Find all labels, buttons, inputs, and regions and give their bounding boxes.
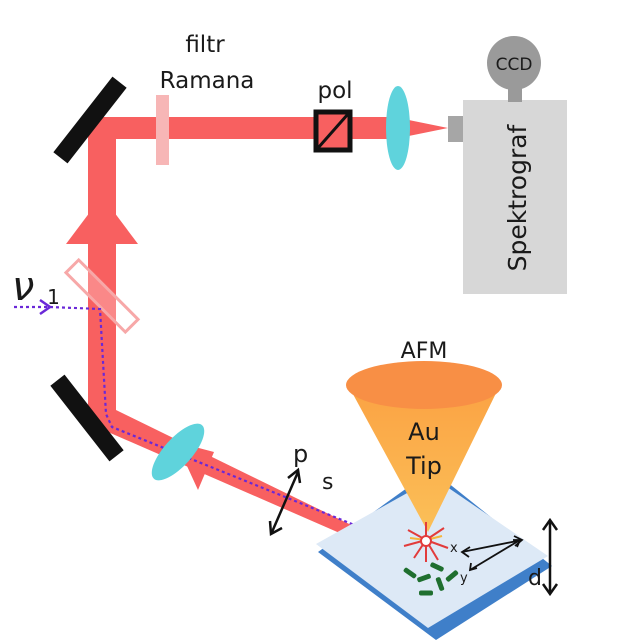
beam-diagonal <box>88 405 386 548</box>
afm-cone-top <box>346 361 502 409</box>
spectrograph-body <box>463 100 567 294</box>
polarization-p-label: p <box>293 440 308 468</box>
polarizer-diagonal <box>316 113 350 149</box>
afm-label: AFM <box>401 339 448 364</box>
tip-label-line2: Tip <box>405 452 442 480</box>
laser-beam <box>66 117 448 548</box>
spectrograph-slit <box>448 116 466 142</box>
mirror-top <box>53 76 127 164</box>
raman-filter-label-line1: filtr <box>185 32 225 58</box>
polarizer <box>313 109 353 153</box>
mirror-bottom <box>50 374 124 462</box>
afm-cone-body <box>348 385 500 532</box>
substrate-top <box>316 478 548 628</box>
ccd-head <box>487 36 541 90</box>
distance-label: d <box>528 566 542 591</box>
lens-top <box>386 86 410 170</box>
beam-upward-arrow <box>66 196 138 244</box>
polarization-arrow <box>268 467 302 537</box>
afm-tip <box>346 361 502 532</box>
hotspot-burst <box>403 522 449 562</box>
polarization-s-label: s <box>322 470 333 495</box>
raman-filter-label-line2: Ramana <box>160 68 255 94</box>
distance-arrow <box>541 517 559 597</box>
input-beam-label: ν 1 <box>12 264 60 310</box>
input-beam-dotted-path <box>14 298 388 546</box>
polarizer-label: pol <box>317 78 352 104</box>
spectrograph <box>448 36 567 294</box>
input-beam-symbol: ν <box>12 264 34 310</box>
ccd-label: CCD <box>496 55 533 75</box>
input-arrow-head <box>39 298 53 316</box>
tip-label-line1: Au <box>408 418 440 446</box>
lens-bottom <box>151 423 205 481</box>
axis-x-label: x <box>450 541 458 556</box>
spectrograph-label: Spektrograf <box>503 123 532 271</box>
raman-filter <box>156 95 169 165</box>
molecules <box>403 562 459 596</box>
input-beam-subscript: 1 <box>47 285 60 309</box>
axis-y-label: y <box>460 571 468 586</box>
xy-axes <box>460 535 524 572</box>
beamsplitter <box>63 257 141 335</box>
